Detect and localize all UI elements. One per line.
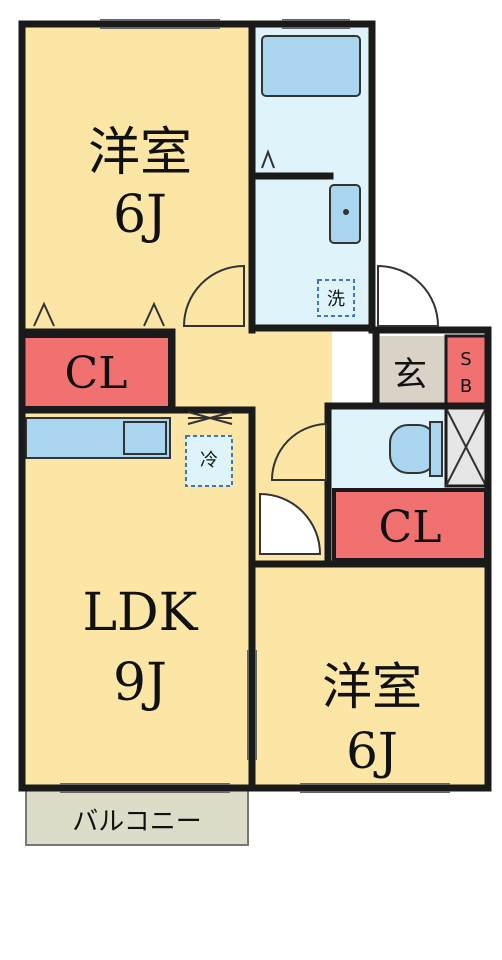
closet-door-marks xyxy=(33,149,275,425)
fridge-label: 冷 xyxy=(200,450,218,471)
ldk-room-name: LDK xyxy=(82,583,198,643)
closet-left-label: CL xyxy=(65,348,128,399)
washer-space xyxy=(317,279,355,317)
entrance-label: 玄 xyxy=(393,355,427,395)
stove xyxy=(123,421,167,455)
shoe-box-label-b: B xyxy=(460,376,472,397)
balcony-area xyxy=(25,789,249,846)
entrance-area xyxy=(376,336,446,406)
western-room-bottom xyxy=(252,562,488,788)
windows xyxy=(60,19,450,793)
closet-right xyxy=(332,488,488,562)
fridge-space xyxy=(185,435,233,487)
western-room-top-name: 洋室 xyxy=(88,123,192,183)
western-room-bottom-name: 洋室 xyxy=(322,658,422,716)
closet-right-label: CL xyxy=(379,502,442,553)
toilet-tank xyxy=(429,421,443,477)
balcony-label: バルコニー xyxy=(72,807,201,837)
door-swings xyxy=(182,264,440,555)
storage-cross-line-2 xyxy=(445,407,487,487)
shoe-box-label-s: S xyxy=(460,349,471,370)
western-room-bottom-size: 6J xyxy=(346,722,398,780)
bathtub xyxy=(261,35,361,97)
western-room-top-size: 6J xyxy=(113,185,167,245)
ldk-room-size: 9J xyxy=(113,653,167,713)
washer-label: 洗 xyxy=(327,289,345,310)
walls xyxy=(18,20,492,792)
basin-drain xyxy=(343,209,349,215)
